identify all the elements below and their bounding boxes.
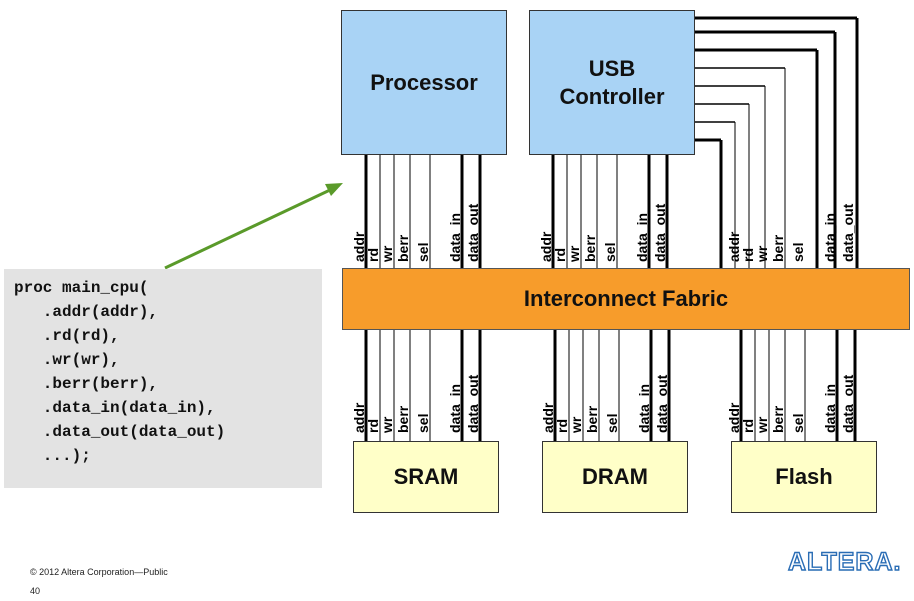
signal-label-data-in: data_in [447, 383, 463, 433]
code-line: .wr(wr), [14, 351, 120, 369]
signal-label-wr: wr [754, 245, 770, 262]
signal-label-sel: sel [790, 242, 806, 262]
signal-label-sel: sel [604, 413, 620, 433]
signal-label-berr: berr [584, 405, 600, 433]
code-line: .data_in(data_in), [14, 399, 216, 417]
code-line: .data_out(data_out) [14, 423, 226, 441]
signal-label-data-out: data_out [840, 203, 856, 262]
interconnect-fabric-block: Interconnect Fabric [342, 268, 910, 330]
signal-label-wr: wr [568, 416, 584, 433]
signal-label-data-out: data_out [465, 203, 481, 262]
signal-label-berr: berr [770, 405, 786, 433]
signal-label-wr: wr [379, 416, 395, 433]
signal-label-data-out: data_out [654, 374, 670, 433]
signal-label-berr: berr [395, 405, 411, 433]
usb-label-line2: Controller [559, 83, 665, 109]
arrow-head-icon [325, 183, 343, 196]
code-line: .berr(berr), [14, 375, 159, 393]
signal-label-sel: sel [415, 413, 431, 433]
signal-label-sel: sel [790, 413, 806, 433]
signal-label-berr: berr [582, 234, 598, 262]
signal-label-data-in: data_in [447, 212, 463, 262]
signal-label-data-out: data_out [652, 203, 668, 262]
code-line: .addr(addr), [14, 303, 159, 321]
page-number: 40 [30, 586, 41, 596]
usb-controller-block: USB Controller [529, 10, 695, 155]
signal-label-data-out: data_out [840, 374, 856, 433]
code-line: ...); [14, 447, 91, 465]
signal-label-berr: berr [770, 234, 786, 262]
dram-block: DRAM [542, 441, 688, 513]
sram-label: SRAM [393, 464, 459, 490]
sram-block: SRAM [353, 441, 499, 513]
processor-block: Processor [341, 10, 507, 155]
signal-label-wr: wr [379, 245, 395, 262]
code-snippet: proc main_cpu( .addr(addr), .rd(rd), .wr… [4, 269, 322, 488]
processor-label: Processor [370, 69, 478, 95]
signal-label-sel: sel [602, 242, 618, 262]
copyright-text: © 2012 Altera Corporation—Public [30, 567, 168, 577]
signal-label-data-in: data_in [822, 212, 838, 262]
flash-block: Flash [731, 441, 877, 513]
signal-label-wr: wr [754, 416, 770, 433]
interconnect-label: Interconnect Fabric [523, 286, 729, 312]
flash-label: Flash [775, 464, 833, 490]
code-line: .rd(rd), [14, 327, 120, 345]
signal-label-data-in: data_in [636, 383, 652, 433]
signal-label-sel: sel [415, 242, 431, 262]
signal-label-data-in: data_in [634, 212, 650, 262]
signal-label-data-in: data_in [822, 383, 838, 433]
signal-label-wr: wr [566, 245, 582, 262]
code-line: proc main_cpu( [14, 279, 149, 297]
signal-label-berr: berr [395, 234, 411, 262]
altera-logo: ALTERA. [787, 547, 902, 576]
pointer-arrow [164, 188, 331, 270]
dram-label: DRAM [582, 464, 648, 490]
signal-label-data-out: data_out [465, 374, 481, 433]
usb-label-line1: USB [588, 56, 636, 81]
